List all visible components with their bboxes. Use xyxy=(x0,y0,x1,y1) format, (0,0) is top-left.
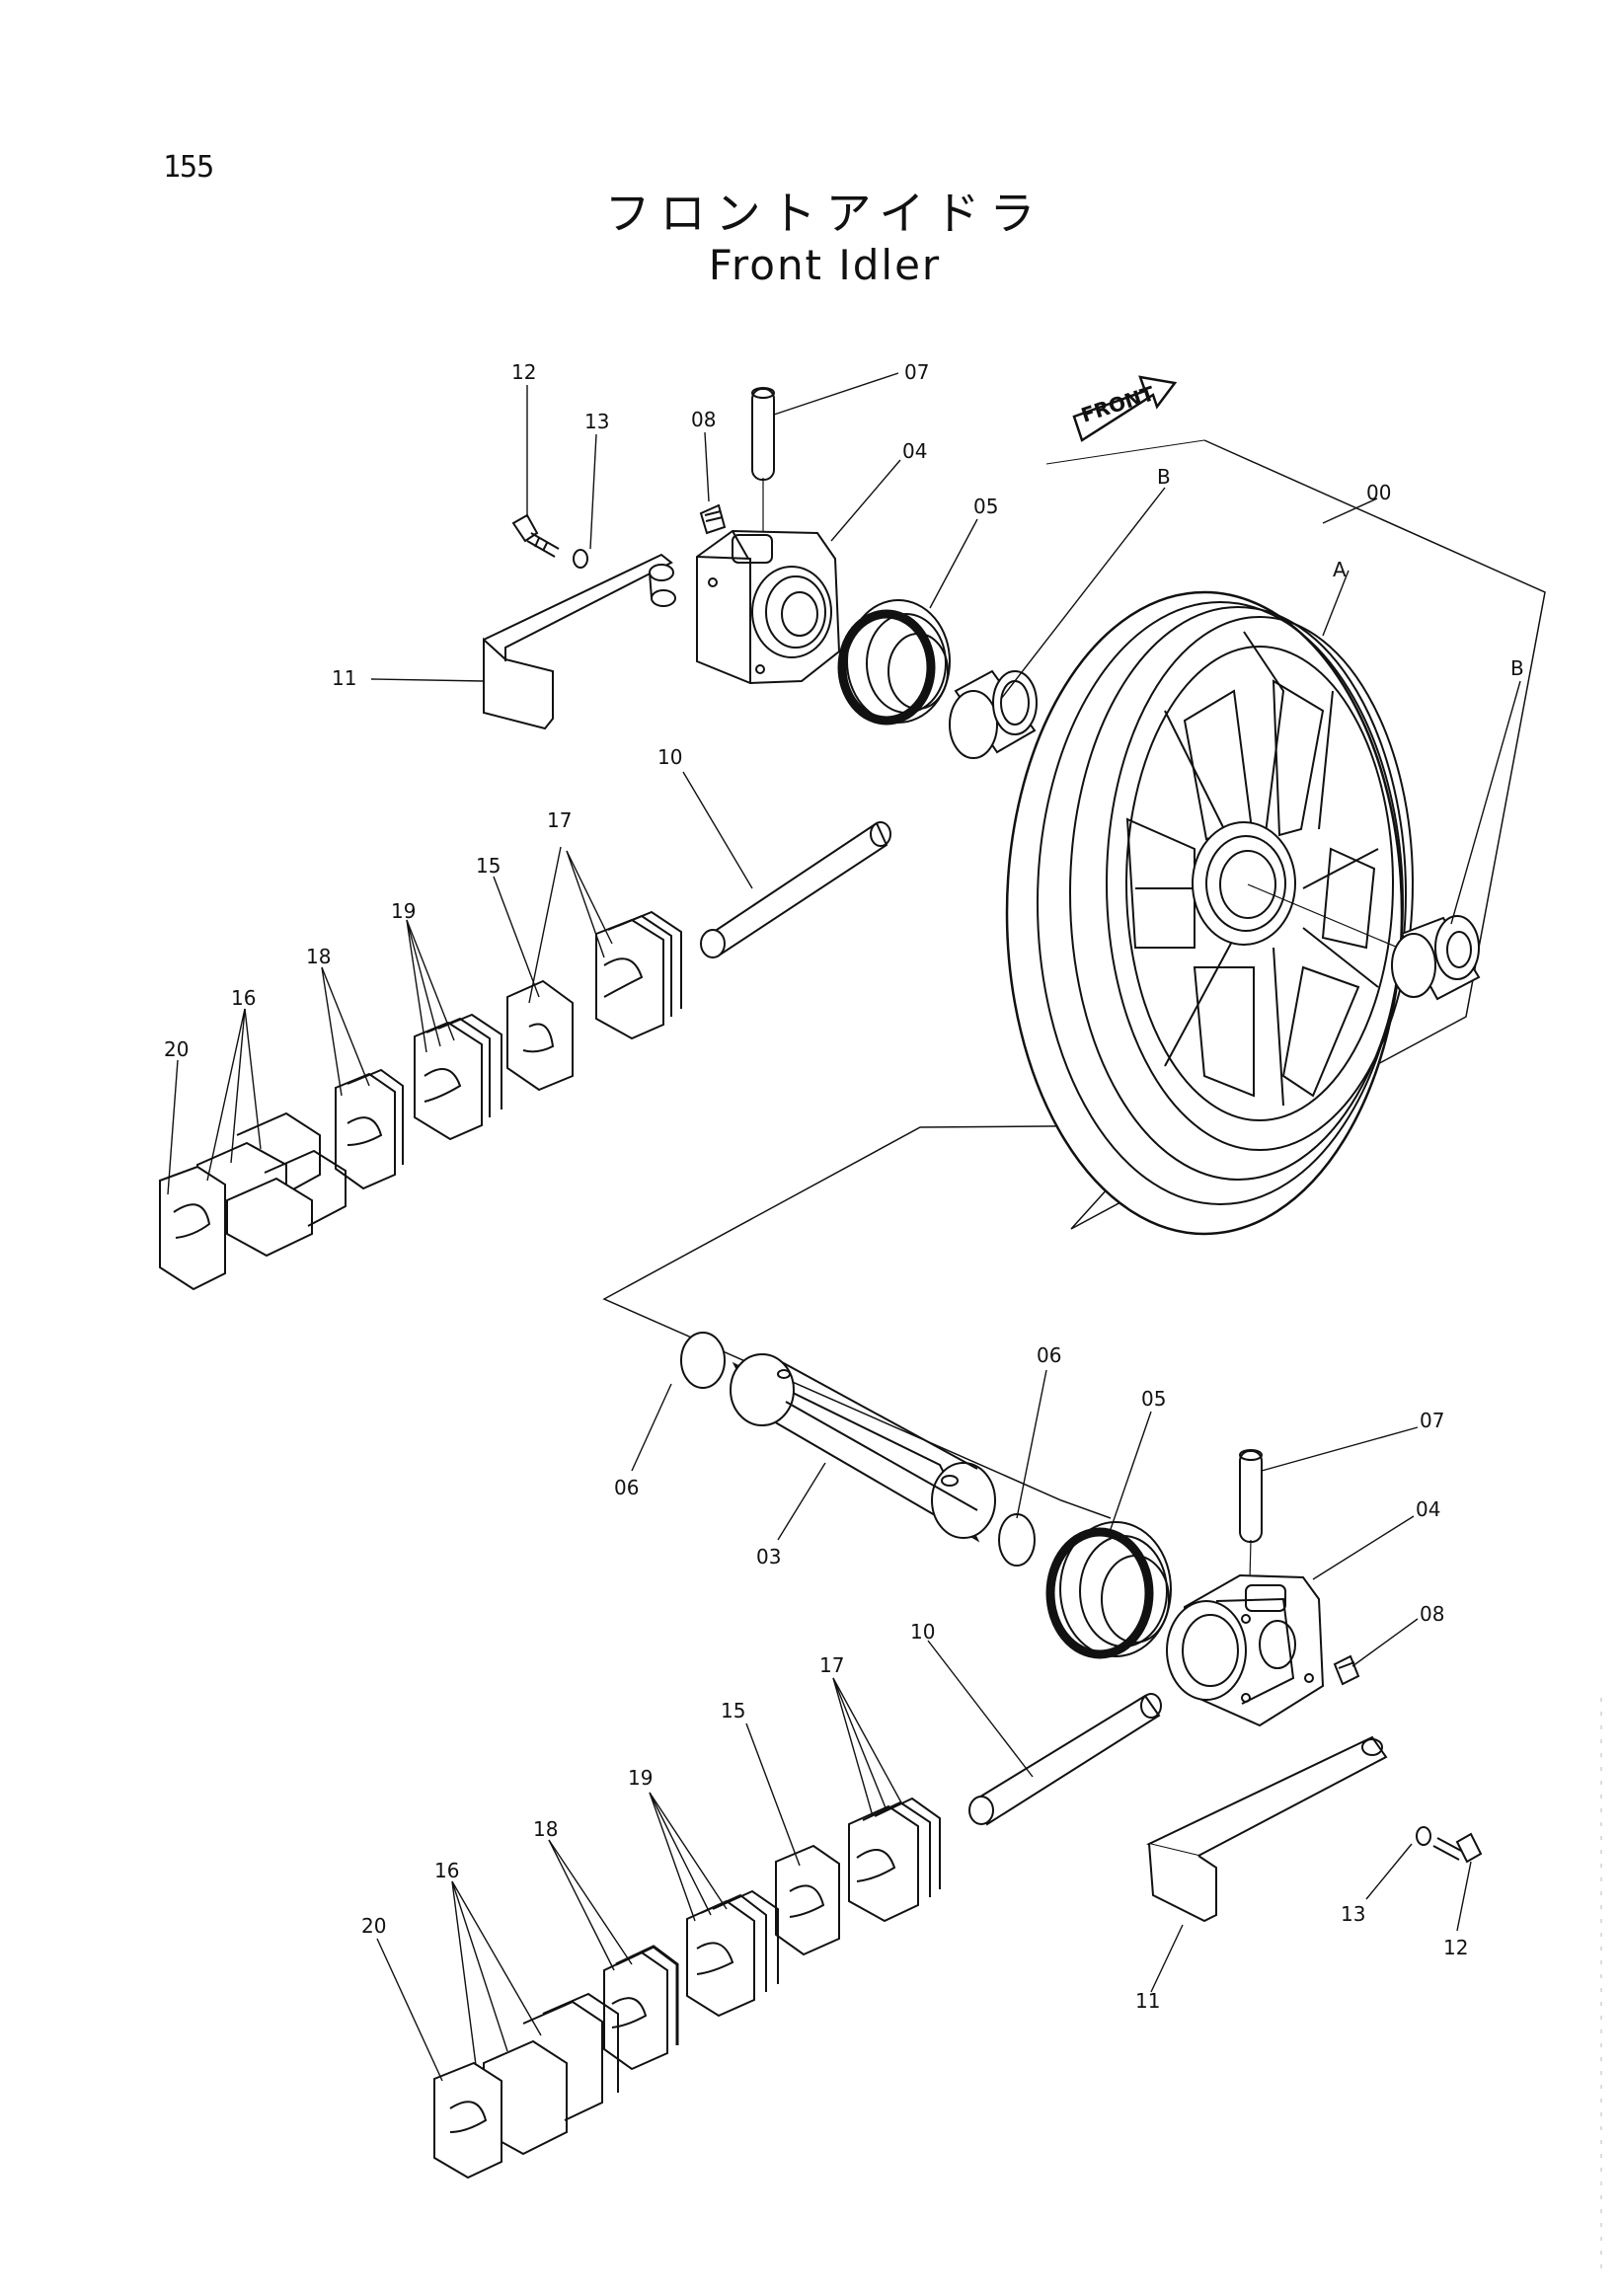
shim-17-bottom xyxy=(848,1797,941,1923)
label-spacer-pin-top: 10 xyxy=(657,745,682,769)
label-shim-17-top: 17 xyxy=(547,808,572,832)
washer-bottom xyxy=(1416,1826,1431,1846)
pin-bottom xyxy=(1239,1449,1263,1580)
label-o-ring-left: 06 xyxy=(614,1476,639,1499)
title-japanese: フロントアイドラ xyxy=(604,187,1045,240)
shim-15-top xyxy=(506,979,574,1092)
label-shim-18-bottom: 18 xyxy=(533,1817,558,1841)
callout-labels: 12 13 08 07 04 05 B 00 A B 11 10 17 15 1… xyxy=(164,360,1524,2013)
o-ring-right xyxy=(998,1513,1036,1567)
seal-top xyxy=(837,599,951,726)
label-washer-top: 13 xyxy=(584,410,609,433)
label-pin-bottom: 07 xyxy=(1420,1409,1444,1432)
label-o-ring-right: 06 xyxy=(1037,1343,1061,1367)
label-plug-bottom: 08 xyxy=(1420,1602,1444,1626)
shaft xyxy=(730,1353,996,1543)
label-shim-15-top: 15 xyxy=(476,854,501,878)
bushing-top xyxy=(949,669,1038,759)
page-number: 155 xyxy=(163,150,214,185)
bolt-top xyxy=(511,513,560,558)
label-shim-19-bottom: 19 xyxy=(628,1766,653,1790)
label-pin-top: 07 xyxy=(904,360,929,384)
label-shim-16-bottom: 16 xyxy=(434,1859,459,1882)
label-support-top: 04 xyxy=(902,439,927,463)
leader-lines xyxy=(167,372,1521,2082)
o-ring-left xyxy=(680,1332,726,1389)
label-spacer-pin-bottom: 10 xyxy=(910,1620,935,1644)
support-block-bottom xyxy=(1166,1573,1325,1727)
label-bolt-bottom: 12 xyxy=(1443,1936,1468,1959)
shim-19-bottom xyxy=(686,1889,779,2018)
label-shim-16-top: 16 xyxy=(231,986,256,1010)
support-block-top xyxy=(696,529,841,685)
label-shim-17-bottom: 17 xyxy=(819,1653,844,1677)
shim-20-top xyxy=(159,1165,226,1291)
seal-bottom xyxy=(1045,1521,1172,1659)
title-english: Front Idler xyxy=(708,241,942,289)
shim-16-bottom xyxy=(483,1992,619,2156)
label-shim-20-bottom: 20 xyxy=(361,1914,386,1938)
shim-18-top xyxy=(335,1068,404,1190)
plug-bottom xyxy=(1333,1654,1360,1686)
label-plug-top: 08 xyxy=(691,408,716,431)
label-seal-top: 05 xyxy=(973,495,998,518)
label-b-top: B xyxy=(1157,465,1171,489)
label-shim-18-top: 18 xyxy=(306,945,331,968)
spacer-pin-top xyxy=(700,821,891,958)
front-arrow-icon: FRONT xyxy=(1072,375,1178,442)
label-b-right: B xyxy=(1510,656,1524,680)
washer-top xyxy=(573,549,588,569)
spacer-pin-bottom xyxy=(968,1693,1162,1826)
label-bolt-top: 12 xyxy=(511,360,536,384)
bushing-right xyxy=(1391,915,1481,1001)
label-a: A xyxy=(1333,558,1347,581)
label-shim-20-top: 20 xyxy=(164,1037,189,1061)
label-assembly: 00 xyxy=(1366,481,1391,504)
label-shim-19-top: 19 xyxy=(391,899,416,923)
shim-15-bottom xyxy=(775,1844,840,1956)
shim-19-top xyxy=(414,1013,502,1141)
shim-18-bottom xyxy=(603,1945,679,2071)
shim-20-bottom xyxy=(433,2061,502,2180)
label-shaft: 03 xyxy=(756,1545,781,1569)
guard-top xyxy=(483,553,676,730)
label-support-bottom: 04 xyxy=(1416,1497,1440,1521)
label-guard-top: 11 xyxy=(332,666,356,690)
label-seal-bottom: 05 xyxy=(1141,1387,1166,1411)
plug-top xyxy=(699,503,727,535)
front-arrow-label: FRONT xyxy=(1078,381,1157,427)
bolt-bottom xyxy=(1432,1832,1483,1864)
shim-17-top xyxy=(595,910,682,1040)
label-washer-bottom: 13 xyxy=(1341,1902,1365,1926)
guard-bottom xyxy=(1146,1735,1388,1923)
label-shim-15-bottom: 15 xyxy=(721,1699,745,1722)
label-guard-bottom: 11 xyxy=(1135,1989,1160,2013)
idler-wheel xyxy=(1005,590,1423,1236)
pin-top xyxy=(751,387,775,533)
